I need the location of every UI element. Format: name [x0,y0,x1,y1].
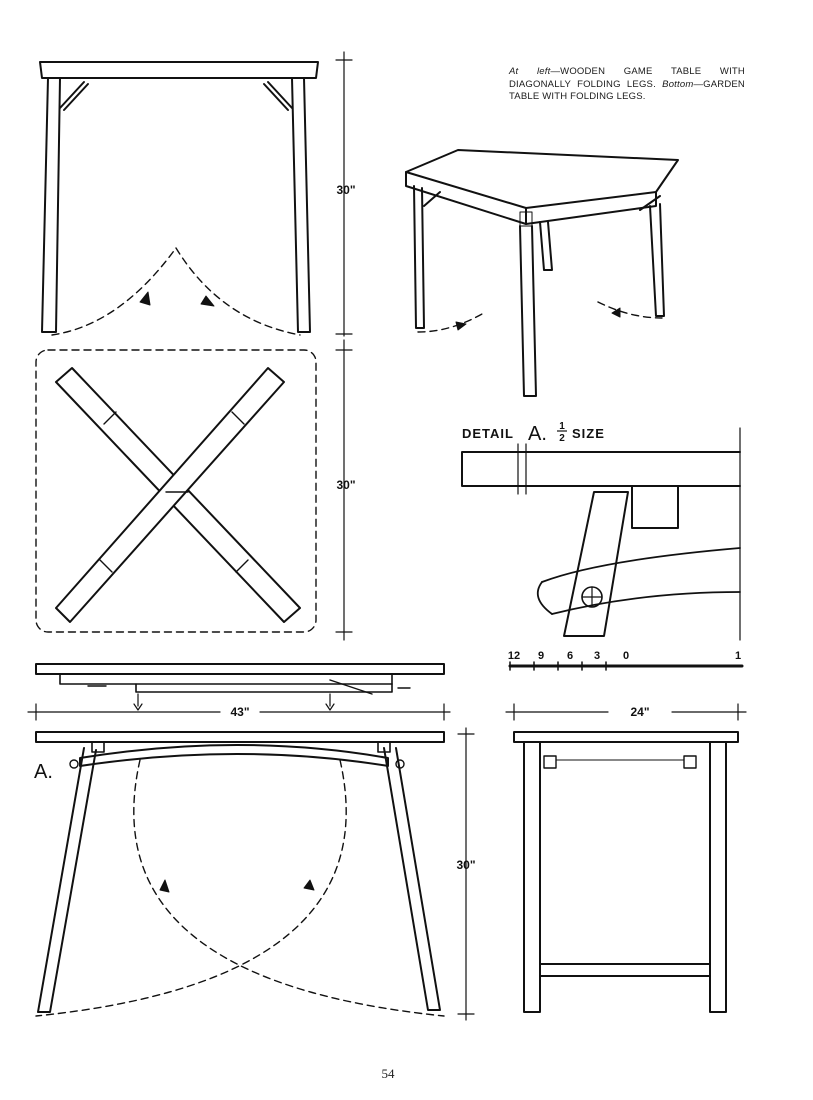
garden-height-dimension [457,727,475,1021]
detail-callout-a: A. [34,761,53,783]
fraction-denominator: 2 [559,433,565,444]
figure-caption: At left—WOODEN GAME TABLE WITH DIAGONALL… [509,66,745,104]
garden-table-side-elevation [35,731,445,1017]
scale-label-3: 3 [594,650,600,662]
garden-length-label: 43" [230,705,249,719]
game-height-label: 30" [336,183,355,197]
game-plan-width-label: 30" [336,478,355,492]
scale-label-12: 12 [508,650,520,662]
scale-label-1: 1 [735,650,741,662]
game-table-side-elevation [39,61,319,336]
garden-table-folded-view [35,663,445,711]
game-height-dimension [335,51,353,337]
page-number: 54 [381,1066,395,1081]
detail-letter: A. [528,423,547,445]
caption-text-left: —WOODEN GAME TABLE WITH DIAGONALLY FOLDI… [509,66,745,90]
scale-label-6: 6 [567,650,573,662]
game-plan-dimension [335,339,353,641]
caption-prefix-left: At left [509,66,551,77]
scale-label-9: 9 [538,650,544,662]
caption-prefix-bottom: Bottom [662,78,694,90]
garden-height-label: 30" [456,858,475,872]
fraction-numerator: 1 [559,421,565,432]
scale-label-0: 0 [623,650,629,662]
caption-text-bottom: —GARDEN TABLE WITH FOLDING LEGS. [509,78,745,103]
garden-length-dimension [27,703,451,721]
detail-size-word: SIZE [572,426,605,441]
garden-table-end-elevation [513,731,739,1013]
garden-width-label: 24" [630,705,649,719]
garden-width-dimension [505,703,747,721]
detail-a-drawing [461,427,741,641]
game-table-perspective [405,149,679,397]
game-table-plan-view [35,349,317,633]
scale-bar [508,661,744,671]
detail-title: DETAIL [462,426,514,441]
